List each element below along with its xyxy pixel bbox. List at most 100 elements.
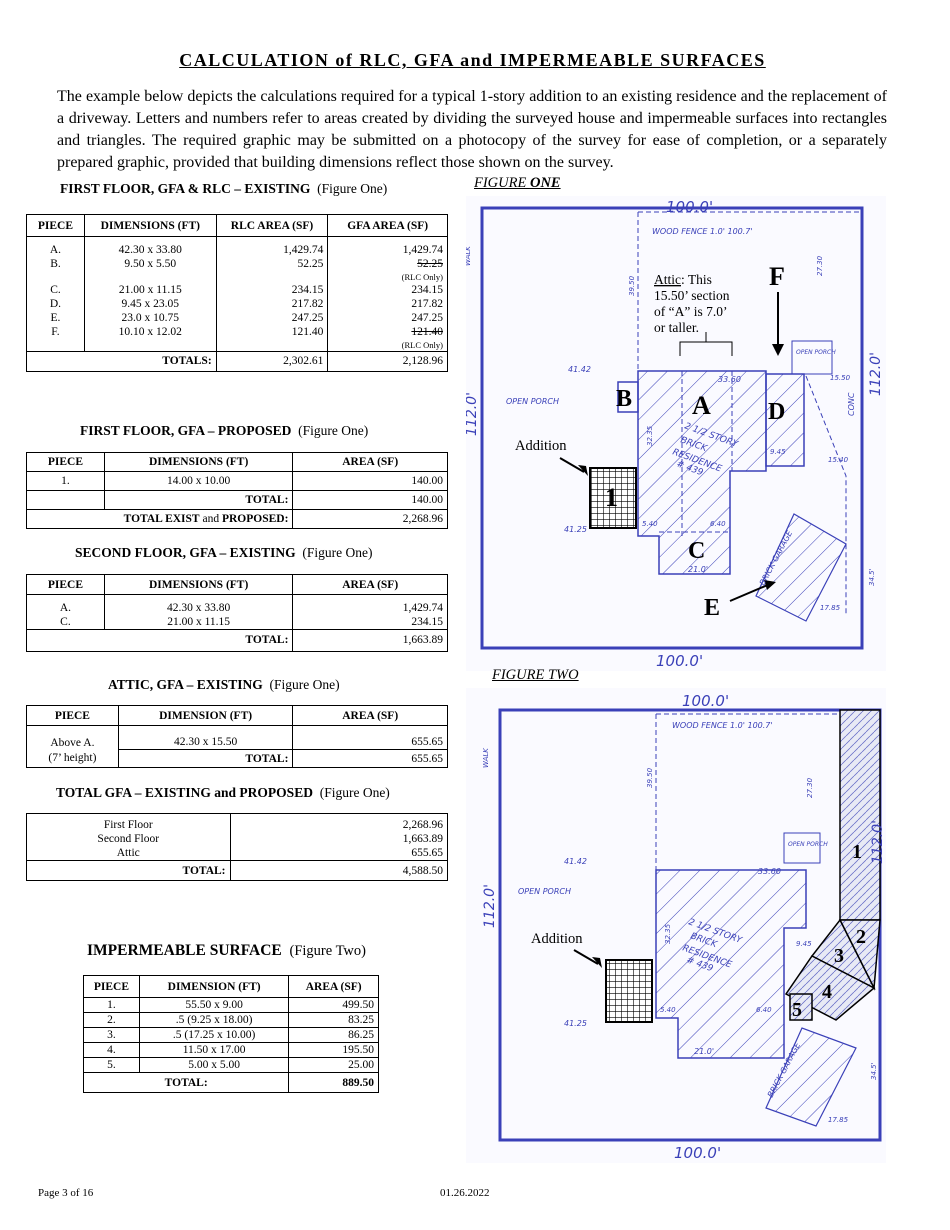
svg-text:WALK: WALK xyxy=(482,747,490,768)
svg-text:41.25: 41.25 xyxy=(564,1019,587,1028)
table-row: F. 10.10 x 12.02 121.40 121.40 xyxy=(26,324,448,339)
fig1-attic-note: Attic: This xyxy=(654,272,712,287)
t1-header-piece: PIECE xyxy=(26,214,85,237)
fig1-d2730: 27.30 xyxy=(816,255,824,276)
table-row: D. 9.45 x 23.05 217.82 217.82 xyxy=(26,296,448,311)
svg-text:9.45: 9.45 xyxy=(796,940,812,948)
t1-fig: (Figure One) xyxy=(317,181,388,196)
fig1-d640: 6.40 xyxy=(710,520,726,528)
table-row: 1. 14.00 x 10.00 140.00 xyxy=(26,471,448,491)
svg-text:15.50’ section: 15.50’ section xyxy=(654,288,730,303)
fig1-d1785: 17.85 xyxy=(820,604,841,612)
t2-total-exist-label: TOTAL EXIST and PROPOSED: xyxy=(25,509,294,529)
table-row: C. 21.00 x 11.15 234.15 234.15 xyxy=(26,282,448,297)
fig1-walk: WALK xyxy=(466,245,472,266)
fig2-right-dim: 112.0' xyxy=(870,820,886,864)
fig2-left-dim: 112.0' xyxy=(482,884,498,928)
fig1-d945: 9.45 xyxy=(770,448,786,456)
fig1-right-dim: 112.0' xyxy=(868,352,884,396)
svg-text:33.60: 33.60 xyxy=(758,867,781,876)
svg-text:5.40: 5.40 xyxy=(660,1006,676,1014)
fig1-letter-e: E xyxy=(704,595,720,621)
fig1-left-dim: 112.0' xyxy=(466,392,480,436)
svg-text:OPEN PORCH: OPEN PORCH xyxy=(788,841,828,848)
table-row: Above A. 42.30 x 15.50 655.65 xyxy=(26,725,448,750)
fig2-piece-1: 1 xyxy=(852,841,862,863)
fig2-piece-4: 4 xyxy=(822,981,832,1003)
svg-text:39.50: 39.50 xyxy=(646,767,654,788)
svg-text:34.5': 34.5' xyxy=(870,1062,878,1080)
t3-heading: SECOND FLOOR, GFA – EXISTING (Figure One… xyxy=(75,545,373,560)
t1-totals-row: TOTALS: 2,302.61 2,128.96 xyxy=(26,351,448,371)
svg-text:27.30: 27.30 xyxy=(806,777,814,798)
fig2-top-dim: 100.0' xyxy=(682,692,729,710)
t2-table: PIECE DIMENSIONS (FT) AREA (SF) 1. 14.00… xyxy=(25,452,448,529)
fig1-letter-1: 1 xyxy=(605,483,618,512)
fig1-d4125: 41.25 xyxy=(564,525,587,534)
svg-text:6.40: 6.40 xyxy=(756,1006,772,1014)
fig1-top-dim: 100.0' xyxy=(666,198,713,216)
fig1-d3235: 32.35 xyxy=(646,425,654,446)
figure-one-label: FIGURE ONE xyxy=(474,175,561,191)
fig1-d1550: 15.50 xyxy=(830,374,851,382)
fig1-letter-f: F xyxy=(769,262,785,291)
t1-table: PIECE DIMENSIONS (FT) RLC AREA (SF) GFA … xyxy=(26,214,448,372)
t1-header-rlc: RLC AREA (SF) xyxy=(215,214,329,237)
fig1-d1540: 15.40 xyxy=(828,456,849,464)
fig1-opor: OPEN PORCH xyxy=(796,349,836,356)
svg-text:17.85: 17.85 xyxy=(828,1116,849,1124)
svg-text:32.35: 32.35 xyxy=(664,923,672,944)
figure-two-survey: 100.0' 100.0' 112.0' 112.0' WOOD FENCE 1… xyxy=(466,688,886,1163)
t6-table: PIECE DIMENSION (FT) AREA (SF) 1.55.50 x… xyxy=(82,975,379,1093)
fig1-porch-note: OPEN PORCH xyxy=(506,397,559,406)
table-row: A. 42.30 x 33.80 1,429.74 1,429.74 xyxy=(26,242,448,257)
fig1-d4142: 41.42 xyxy=(568,365,591,374)
t1-heading: FIRST FLOOR, GFA & RLC – EXISTING (Figur… xyxy=(60,181,387,197)
fig1-letter-a: A xyxy=(692,391,711,420)
fig1-letter-c: C xyxy=(688,538,705,564)
fig1-fence-note: WOOD FENCE 1.0' 100.7' xyxy=(652,227,753,236)
svg-text:OPEN PORCH: OPEN PORCH xyxy=(518,887,571,896)
t3-table: PIECE DIMENSIONS (FT) AREA (SF) A. 42.30… xyxy=(25,574,448,652)
svg-text:or taller.: or taller. xyxy=(654,320,699,335)
fig1-d3950: 39.50 xyxy=(628,275,636,296)
t4-heading: ATTIC, GFA – EXISTING (Figure One) xyxy=(108,677,340,692)
fig1-letter-d: D xyxy=(768,399,785,425)
svg-text:21.0': 21.0' xyxy=(694,1047,714,1056)
figure-one-survey: 100.0' 100.0' 112.0' 112.0' WOOD FENCE 1… xyxy=(466,196,886,671)
fig1-bottom-dim: 100.0' xyxy=(656,652,703,670)
fig2-piece-3: 3 xyxy=(834,945,844,967)
page-title: CALCULATION of RLC, GFA and IMPERMEABLE … xyxy=(179,50,766,70)
fig2-bottom-dim: 100.0' xyxy=(674,1144,721,1162)
table-row: C. 21.00 x 11.15 234.15 xyxy=(26,614,448,629)
fig1-addition-label: Addition xyxy=(515,438,567,454)
table-row: B. 9.50 x 5.50 52.25 52.25 xyxy=(26,256,448,271)
fig2-addition-label: Addition xyxy=(531,931,583,947)
fig1-letter-b: B xyxy=(616,386,632,412)
fig1-d345: 34.5' xyxy=(868,568,876,586)
fig1-conc: CONC xyxy=(847,392,856,416)
fig2-piece-5: 5 xyxy=(792,999,802,1021)
fig1-d540: 5.40 xyxy=(642,520,658,528)
fig1-d210: 21.0' xyxy=(688,565,708,574)
t6-heading: IMPERMEABLE SURFACE (Figure Two) xyxy=(87,942,366,959)
footer-page: Page 3 of 16 xyxy=(38,1187,94,1199)
fig2-piece-2: 2 xyxy=(856,926,866,948)
svg-text:of “A” is 7.0’: of “A” is 7.0’ xyxy=(654,304,727,319)
table-row: 3..5 (17.25 x 10.00)86.25 xyxy=(83,1027,379,1043)
t1-header-dim: DIMENSIONS (FT) xyxy=(83,214,217,237)
svg-text:41.42: 41.42 xyxy=(564,857,587,866)
t2-heading: FIRST FLOOR, GFA – PROPOSED (Figure One) xyxy=(80,423,369,438)
svg-text:WOOD FENCE 1.0' 100.7': WOOD FENCE 1.0' 100.7' xyxy=(672,721,773,730)
fig1-d3360: 33.60 xyxy=(718,375,741,384)
t4-table: PIECE DIMENSION (FT) AREA (SF) Above A. … xyxy=(26,705,448,768)
table-row: 2..5 (9.25 x 18.00)83.25 xyxy=(83,1012,379,1028)
footer-date: 01.26.2022 xyxy=(440,1187,490,1199)
t1-header-gfa: GFA AREA (SF) xyxy=(327,214,448,237)
